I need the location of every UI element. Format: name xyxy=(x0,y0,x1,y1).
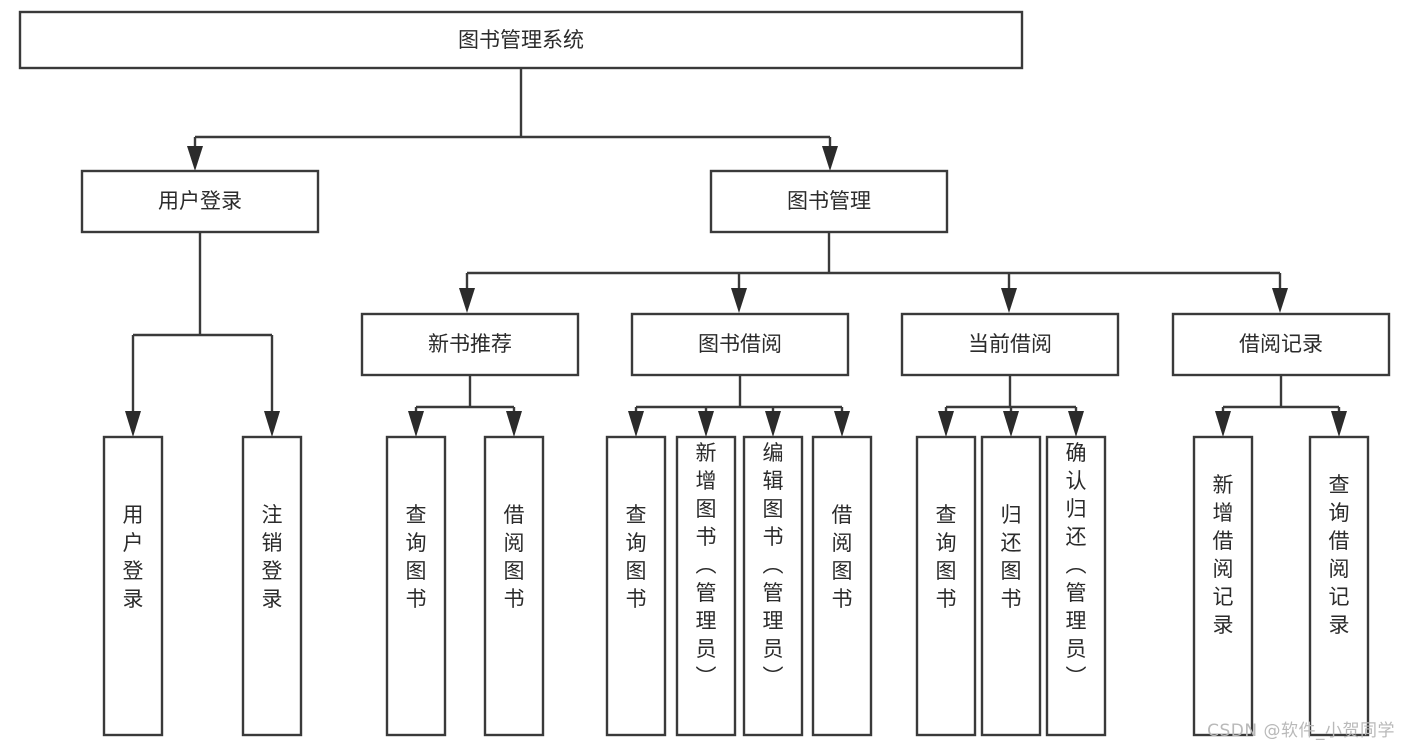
arrow-head-current-borrow xyxy=(1001,288,1017,313)
node-user-login-box[interactable] xyxy=(80,169,320,234)
node-leaf-return-book[interactable]: 归还图书 xyxy=(980,435,1042,737)
node-book-borrow-box[interactable] xyxy=(630,312,850,377)
node-leaf-query-book-3[interactable]: 查询图书 xyxy=(915,435,977,737)
node-current-borrow[interactable]: 当前借阅 xyxy=(900,312,1120,377)
node-book-manage[interactable]: 图书管理 xyxy=(709,169,949,234)
node-book-borrow[interactable]: 图书借阅 xyxy=(630,312,850,377)
node-user-login[interactable]: 用户登录 xyxy=(80,169,320,234)
arrow-head-leaf-borrow-book-2 xyxy=(834,411,850,437)
node-leaf-query-record-label: 查询借阅记录 xyxy=(1329,473,1350,637)
node-leaf-query-record-box[interactable] xyxy=(1308,435,1370,737)
node-root[interactable]: 图书管理系统 xyxy=(18,10,1024,70)
connector-group-book-manage xyxy=(459,233,1288,313)
node-new-book-recommend-label: 新书推荐 xyxy=(428,332,512,356)
node-leaf-edit-book-box[interactable] xyxy=(742,435,804,737)
node-leaf-confirm-return-box[interactable] xyxy=(1045,435,1107,737)
arrow-head-userlogin xyxy=(187,146,203,171)
node-leaf-query-book-2[interactable]: 查询图书 xyxy=(605,435,667,737)
arrow-head-book-borrow xyxy=(731,288,747,313)
arrow-head-leaf-user-logout xyxy=(264,411,280,437)
node-leaf-return-book-label: 归还图书 xyxy=(1001,503,1022,611)
node-leaf-query-book-1[interactable]: 查询图书 xyxy=(385,435,447,737)
node-leaf-add-book-box[interactable] xyxy=(675,435,737,737)
node-leaf-add-record[interactable]: 新增借阅记录 xyxy=(1192,435,1254,737)
arrow-head-leaf-add-record xyxy=(1215,411,1231,437)
node-user-login-label: 用户登录 xyxy=(158,189,242,213)
node-leaf-query-book-2-box[interactable] xyxy=(605,435,667,737)
node-leaf-borrow-book-2[interactable]: 借阅图书 xyxy=(811,435,873,737)
node-leaf-return-book-box[interactable] xyxy=(980,435,1042,737)
node-leaf-confirm-return-label: 确认归还︵管理员︶ xyxy=(1066,441,1087,689)
node-leaf-query-book-2-label: 查询图书 xyxy=(626,503,647,611)
connector-group-new-book-recommend xyxy=(408,375,522,437)
node-leaf-borrow-book-1[interactable]: 借阅图书 xyxy=(483,435,545,737)
arrow-head-new-book-recommend xyxy=(459,288,475,313)
arrow-head-leaf-query-book-3 xyxy=(938,411,954,437)
node-book-borrow-label: 图书借阅 xyxy=(698,332,782,356)
node-new-book-recommend-box[interactable] xyxy=(360,312,580,377)
node-leaf-borrow-book-2-box[interactable] xyxy=(811,435,873,737)
node-leaf-user-login[interactable]: 用户登录 xyxy=(102,435,164,737)
arrow-head-leaf-edit-book xyxy=(765,411,781,437)
arrow-head-borrow-record xyxy=(1272,288,1288,313)
node-current-borrow-box[interactable] xyxy=(900,312,1120,377)
node-leaf-user-logout[interactable]: 注销登录 xyxy=(241,435,303,737)
connector-group-book-borrow xyxy=(628,375,850,437)
node-leaf-query-record[interactable]: 查询借阅记录 xyxy=(1308,435,1370,737)
arrow-head-leaf-return-book xyxy=(1003,411,1019,437)
node-leaf-user-login-label: 用户登录 xyxy=(123,503,144,611)
arrow-head-leaf-query-book-1 xyxy=(408,411,424,437)
node-book-manage-box[interactable] xyxy=(709,169,949,234)
node-leaf-add-book-label: 新增图书︵管理员︶ xyxy=(696,441,717,689)
node-leaf-user-login-box[interactable] xyxy=(102,435,164,737)
connector-group-root xyxy=(187,68,838,171)
arrow-head-leaf-user-login xyxy=(125,411,141,437)
node-borrow-record-label: 借阅记录 xyxy=(1239,332,1323,356)
node-leaf-borrow-book-2-label: 借阅图书 xyxy=(832,503,853,611)
node-leaf-query-book-1-label: 查询图书 xyxy=(406,503,427,611)
node-leaf-query-book-1-box[interactable] xyxy=(385,435,447,737)
node-leaf-add-record-label: 新增借阅记录 xyxy=(1213,473,1234,637)
node-leaf-confirm-return[interactable]: 确认归还︵管理员︶ xyxy=(1045,435,1107,737)
connector-group-current-borrow xyxy=(938,375,1084,437)
node-book-manage-label: 图书管理 xyxy=(787,189,871,213)
node-leaf-query-book-3-box[interactable] xyxy=(915,435,977,737)
node-new-book-recommend[interactable]: 新书推荐 xyxy=(360,312,580,377)
node-current-borrow-label: 当前借阅 xyxy=(968,332,1052,356)
arrow-head-leaf-confirm-return xyxy=(1068,411,1084,437)
node-leaf-borrow-book-1-box[interactable] xyxy=(483,435,545,737)
arrow-head-leaf-borrow-book-1 xyxy=(506,411,522,437)
node-root-label: 图书管理系统 xyxy=(458,28,584,52)
node-leaf-borrow-book-1-label: 借阅图书 xyxy=(504,503,525,611)
arrow-head-leaf-add-book xyxy=(698,411,714,437)
arrow-head-leaf-query-record xyxy=(1331,411,1347,437)
node-borrow-record[interactable]: 借阅记录 xyxy=(1171,312,1391,377)
node-root-box[interactable] xyxy=(18,10,1024,70)
node-leaf-edit-book-label: 编辑图书︵管理员︶ xyxy=(763,441,784,689)
node-leaf-edit-book[interactable]: 编辑图书︵管理员︶ xyxy=(742,435,804,737)
connector-group-borrow-record xyxy=(1215,375,1347,437)
arrow-head-bookmanage xyxy=(822,146,838,171)
node-borrow-record-box[interactable] xyxy=(1171,312,1391,377)
connector-group-user-login xyxy=(125,232,280,437)
arrow-head-leaf-query-book-2 xyxy=(628,411,644,437)
node-leaf-add-record-box[interactable] xyxy=(1192,435,1254,737)
node-leaf-user-logout-box[interactable] xyxy=(241,435,303,737)
node-leaf-user-logout-label: 注销登录 xyxy=(262,503,283,611)
node-leaf-query-book-3-label: 查询图书 xyxy=(936,503,957,611)
node-leaf-add-book[interactable]: 新增图书︵管理员︶ xyxy=(675,435,737,737)
watermark-text: CSDN @软件_小贺同学 xyxy=(1207,721,1395,741)
